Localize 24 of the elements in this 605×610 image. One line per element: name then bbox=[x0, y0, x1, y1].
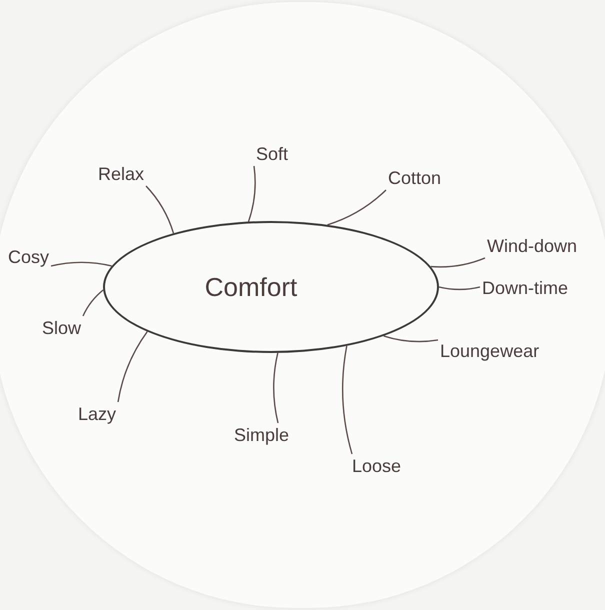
connector-line bbox=[273, 352, 279, 424]
connector-line bbox=[82, 290, 104, 316]
connector-line bbox=[438, 286, 480, 290]
branch-word: Relax bbox=[98, 162, 144, 186]
branch-word: Lazy bbox=[78, 402, 116, 426]
connector-line bbox=[327, 190, 386, 226]
connector-line bbox=[248, 166, 256, 222]
branch-word: Soft bbox=[256, 142, 288, 166]
connector-line bbox=[384, 335, 438, 342]
branch-word: Simple bbox=[234, 423, 290, 447]
branch-word: Down-time bbox=[482, 276, 568, 300]
branch-word: Loungewear bbox=[440, 339, 540, 363]
branch-word: Loose bbox=[352, 454, 402, 478]
branch-word: Cotton bbox=[388, 166, 442, 190]
connector-line bbox=[146, 186, 174, 234]
branch-word: Cosy bbox=[8, 245, 50, 269]
connector-line bbox=[117, 331, 148, 402]
connector-line bbox=[342, 346, 353, 454]
branch-word: Wind-down bbox=[487, 234, 578, 258]
connector-line bbox=[50, 262, 112, 267]
connector-line bbox=[430, 257, 486, 268]
branch-word: Slow bbox=[42, 316, 82, 340]
central-topic: Comfort bbox=[204, 270, 298, 304]
central-ellipse bbox=[103, 221, 439, 353]
